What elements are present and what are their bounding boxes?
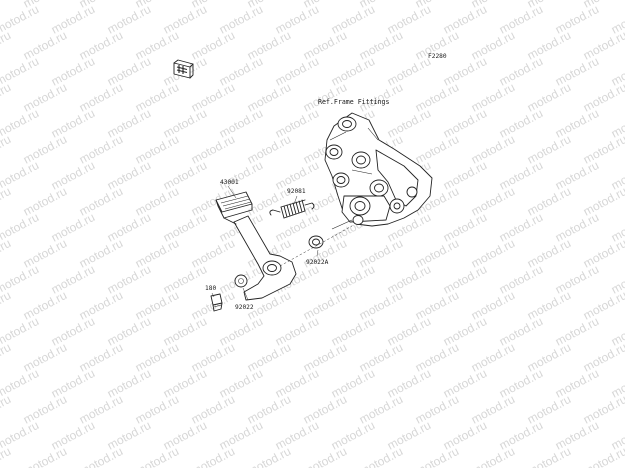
washer-92022a: [308, 235, 324, 249]
watermark-text: motod.ru: [0, 80, 13, 115]
watermark-text: motod.ru: [0, 28, 13, 63]
watermark-text: motod.ru: [469, 444, 517, 468]
part-label-92081: 92081: [287, 188, 306, 195]
watermark-text: motod.ru: [413, 444, 461, 468]
watermark-text: motod.ru: [77, 444, 125, 468]
watermark-text: motod.ru: [0, 236, 13, 271]
watermark-text: motod.ru: [0, 288, 13, 323]
diagram-code: F2280: [428, 53, 447, 60]
return-spring: [269, 199, 315, 219]
watermark-text: motod.ru: [0, 444, 13, 468]
watermark-text: motod.ru: [189, 444, 237, 468]
part-label-180: 180: [205, 285, 216, 292]
frame-fitting-bracket: [324, 112, 433, 230]
watermark-text: motod.ru: [357, 444, 405, 468]
watermark-text: motod.ru: [0, 0, 13, 11]
watermark-text: motod.ru: [0, 392, 13, 427]
reference-note: Ref.Frame Fittings: [318, 98, 389, 106]
watermark-text: motod.ru: [245, 444, 293, 468]
washer-92022: [234, 274, 248, 288]
watermark-text: motod.ru: [21, 444, 69, 468]
part-label-92022: 92022: [235, 304, 254, 311]
watermark-text: motod.ru: [0, 340, 13, 375]
watermark-text: motod.ru: [133, 444, 181, 468]
part-label-92022a: 92022A: [306, 259, 329, 266]
part-label-43001: 43001: [220, 179, 239, 186]
watermark-text: motod.ru: [301, 444, 349, 468]
watermark-text: motod.ru: [581, 444, 625, 468]
brake-pedal: [215, 191, 297, 301]
watermark-text: motod.ru: [525, 444, 573, 468]
watermark-text: motod.ru: [0, 132, 13, 167]
watermark-text: motod.ru: [0, 184, 13, 219]
front-arrow-icon: [173, 59, 194, 79]
